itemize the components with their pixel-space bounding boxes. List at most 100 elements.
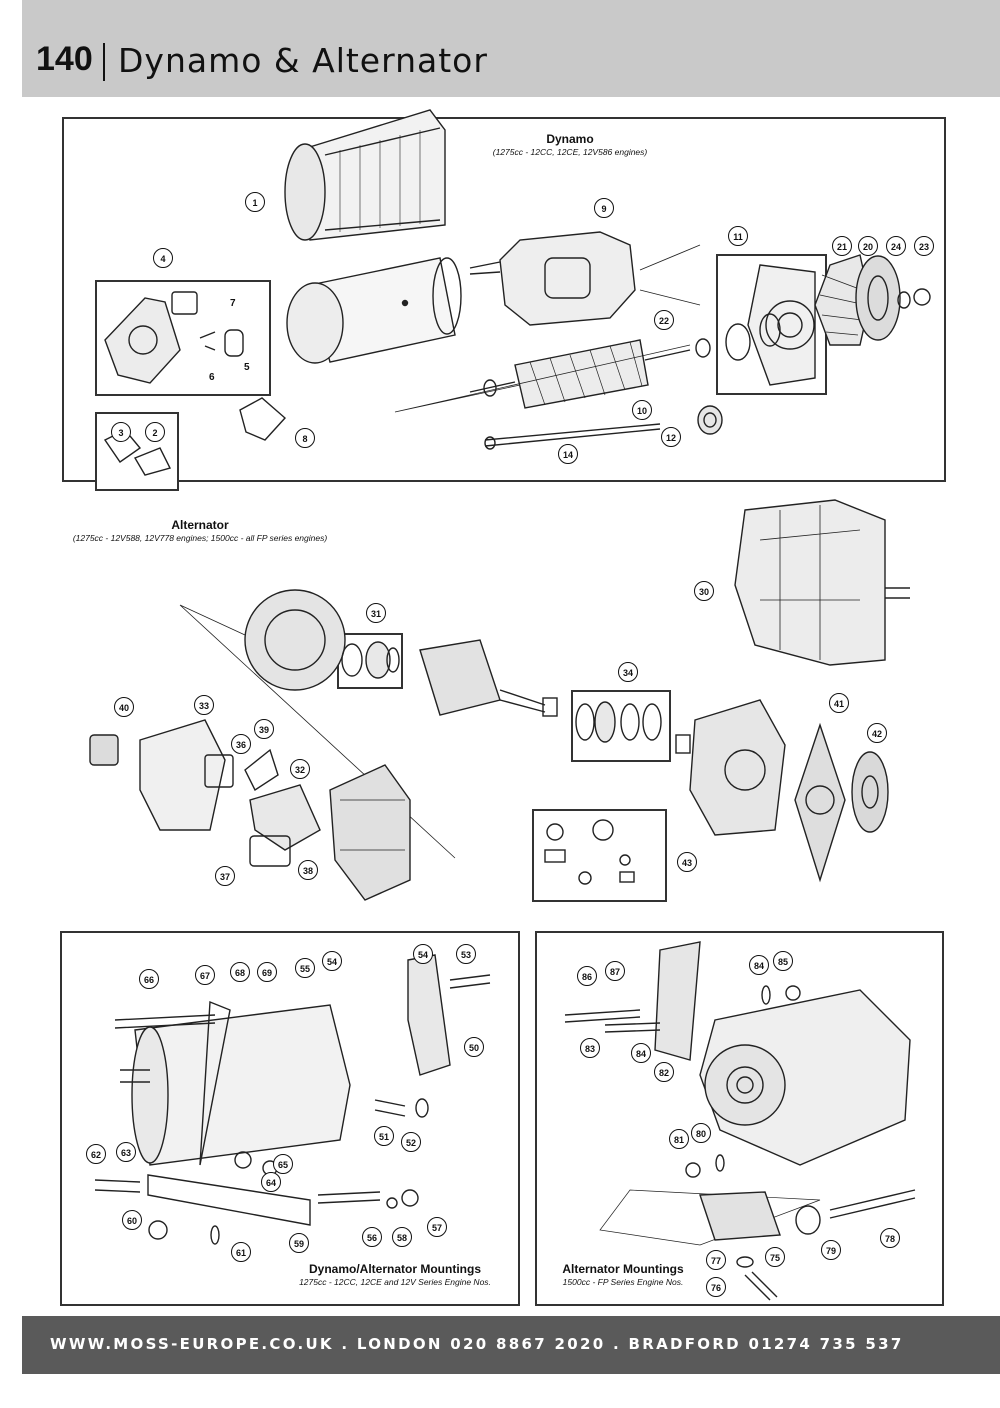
callout-55: 55 xyxy=(295,958,315,978)
alternator-subtitle: (1275cc - 12V588, 12V778 engines; 1500cc… xyxy=(72,533,328,543)
callout-33: 33 xyxy=(194,695,214,715)
callout-32: 32 xyxy=(290,759,310,779)
callout-10: 10 xyxy=(632,400,652,420)
callout-22: 22 xyxy=(654,310,674,330)
callout-4: 4 xyxy=(153,248,173,268)
dynamo-yoke-drawing xyxy=(284,109,446,241)
callout-40: 40 xyxy=(114,697,134,717)
through-bolt-drawing xyxy=(484,423,661,447)
callout-39: 39 xyxy=(254,719,274,739)
callout-41: 41 xyxy=(829,693,849,713)
callout-42: 42 xyxy=(867,723,887,743)
page-title: Dynamo & Alternator xyxy=(118,41,488,80)
alternator-mountings-subtitle: 1500cc - FP Series Engine Nos. xyxy=(562,1277,684,1287)
page-header xyxy=(22,0,1000,97)
dynamo-title: Dynamo xyxy=(546,132,594,146)
alternator-caption: Alternator (1275cc - 12V588, 12V778 engi… xyxy=(40,518,360,543)
callout-66: 66 xyxy=(139,969,159,989)
callout-38: 38 xyxy=(298,860,318,880)
hardware-kit-drawing xyxy=(544,819,635,885)
rectifier-pack-drawing xyxy=(179,589,456,859)
callout-21: 21 xyxy=(832,236,852,256)
header-divider xyxy=(103,43,105,81)
dynamo-caption: Dynamo (1275cc - 12CC, 12CE, 12V586 engi… xyxy=(480,132,660,157)
callout-69: 69 xyxy=(257,962,277,982)
footer-contact: WWW.MOSS-EUROPE.CO.UK . LONDON 020 8867 … xyxy=(50,1335,904,1353)
alternator-mountings-title: Alternator Mountings xyxy=(562,1262,684,1276)
callout-87: 87 xyxy=(605,961,625,981)
callout-59: 59 xyxy=(289,1233,309,1253)
alt-hardware-inset xyxy=(532,809,667,902)
alternator-mounting-drawing xyxy=(564,941,916,1301)
callout-62: 62 xyxy=(86,1144,106,1164)
callout-76: 76 xyxy=(706,1277,726,1297)
callout-75: 75 xyxy=(765,1247,785,1267)
dynamo-mountings-subtitle: 1275cc - 12CC, 12CE and 12V Series Engin… xyxy=(299,1277,491,1287)
callout-78: 78 xyxy=(880,1228,900,1248)
callout-80: 80 xyxy=(691,1123,711,1143)
callout-11: 11 xyxy=(728,226,748,246)
page-footer xyxy=(22,1316,1000,1374)
alternator-title: Alternator xyxy=(171,518,229,532)
callout-23: 23 xyxy=(914,236,934,256)
callout-83: 83 xyxy=(580,1038,600,1058)
callout-57: 57 xyxy=(427,1217,447,1237)
callout-84-bottom: 84 xyxy=(631,1043,651,1063)
drive-end-bracket-drawing xyxy=(695,264,816,386)
callout-24: 24 xyxy=(886,236,906,256)
callout-65: 65 xyxy=(273,1154,293,1174)
callout-52: 52 xyxy=(401,1132,421,1152)
dynamo-fan-pulley-drawing xyxy=(697,254,931,435)
callout-6: 6 xyxy=(209,372,215,383)
dynamo-mounting-drawing xyxy=(94,954,491,1245)
callout-68: 68 xyxy=(230,962,250,982)
brush-spring-drawing xyxy=(239,397,286,441)
callout-43: 43 xyxy=(677,852,697,872)
callout-63: 63 xyxy=(116,1142,136,1162)
callout-51: 51 xyxy=(374,1126,394,1146)
callout-1: 1 xyxy=(245,192,265,212)
callout-67: 67 xyxy=(195,965,215,985)
callout-81: 81 xyxy=(669,1129,689,1149)
dynamo-cover-drawing xyxy=(286,257,462,364)
callout-50: 50 xyxy=(464,1037,484,1057)
callout-84-top: 84 xyxy=(749,955,769,975)
callout-7: 7 xyxy=(230,298,236,309)
callout-34: 34 xyxy=(618,662,638,682)
callout-9: 9 xyxy=(594,198,614,218)
armature-drawing xyxy=(394,339,691,413)
callout-58: 58 xyxy=(392,1227,412,1247)
dynamo-subtitle: (1275cc - 12CC, 12CE, 12V586 engines) xyxy=(492,147,648,157)
callout-86: 86 xyxy=(577,966,597,986)
callout-12: 12 xyxy=(661,427,681,447)
alternator-mountings-caption: Alternator Mountings 1500cc - FP Series … xyxy=(548,1262,698,1287)
callout-82: 82 xyxy=(654,1062,674,1082)
stator-drawing xyxy=(329,764,411,901)
callout-61: 61 xyxy=(231,1242,251,1262)
dynamo-mountings-caption: Dynamo/Alternator Mountings 1275cc - 12C… xyxy=(275,1262,515,1287)
callout-53: 53 xyxy=(456,944,476,964)
bearing-set-31-drawing xyxy=(341,641,400,679)
callout-14: 14 xyxy=(558,444,578,464)
callout-54-left: 54 xyxy=(322,951,342,971)
field-coil-drawing xyxy=(469,231,701,326)
callout-85: 85 xyxy=(773,951,793,971)
dynamo-mountings-title: Dynamo/Alternator Mountings xyxy=(308,1262,481,1276)
callout-20: 20 xyxy=(858,236,878,256)
regulator-cluster-drawing xyxy=(89,719,321,867)
alternator-assembled-drawing xyxy=(734,499,910,666)
callout-8: 8 xyxy=(295,428,315,448)
commutator-end-bracket-drawing xyxy=(104,291,244,384)
callout-64: 64 xyxy=(261,1172,281,1192)
callout-54-right: 54 xyxy=(413,944,433,964)
callout-31: 31 xyxy=(366,603,386,623)
alternator-drive-end-drawing xyxy=(689,699,889,883)
callout-5: 5 xyxy=(244,362,250,373)
callout-2: 2 xyxy=(145,422,165,442)
callout-77: 77 xyxy=(706,1250,726,1270)
dynamo-terminal-inset xyxy=(95,412,179,491)
callout-3: 3 xyxy=(111,422,131,442)
callout-30: 30 xyxy=(694,581,714,601)
rotor-drawing xyxy=(419,639,558,717)
